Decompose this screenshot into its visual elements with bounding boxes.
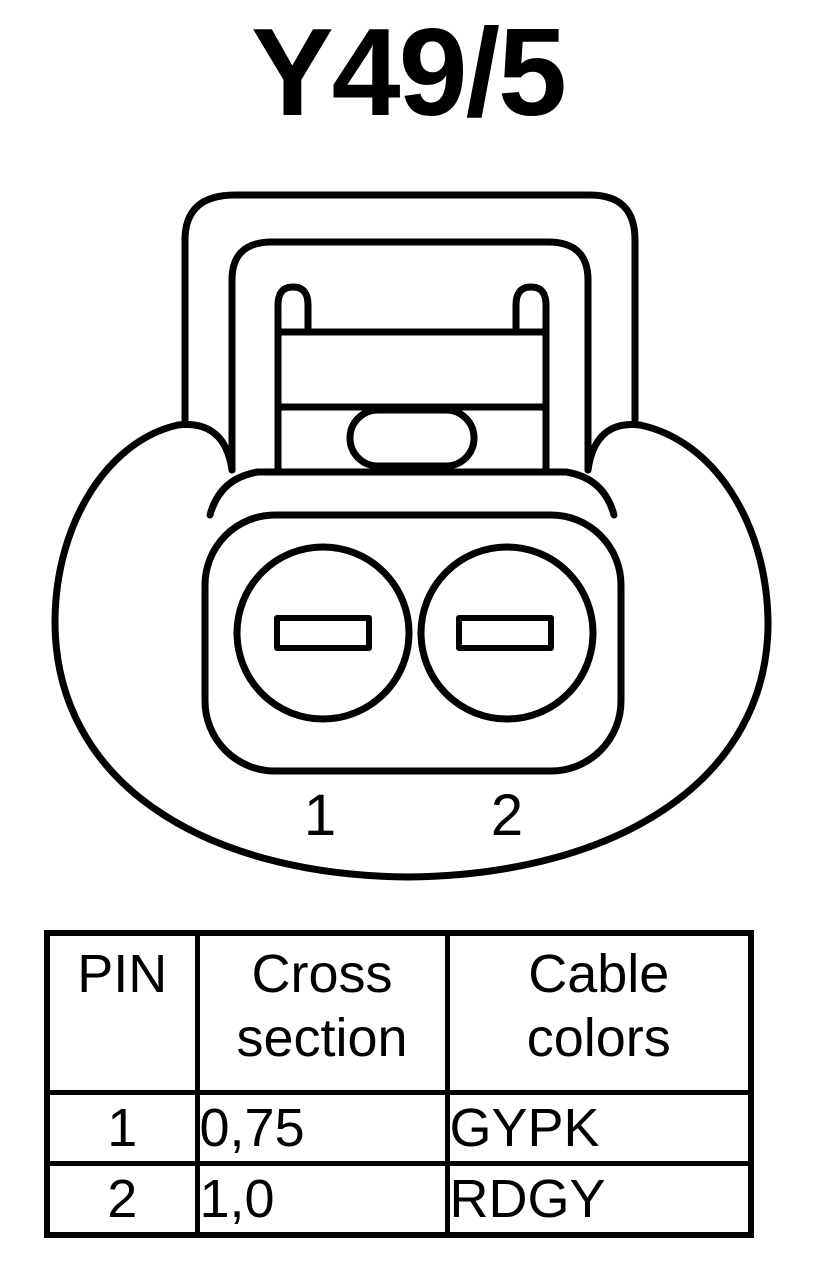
left-latch-tab — [274, 283, 312, 476]
right-flank — [562, 468, 618, 519]
housing-outline — [51, 421, 772, 881]
row-pin: 1 — [44, 1090, 200, 1166]
latch-inner-frame — [228, 238, 592, 474]
connector-title: Y49/5 — [250, 4, 567, 142]
pin-cavity-surround — [201, 511, 625, 775]
latch-outer-frame — [181, 191, 639, 424]
pin-assignment-table: PIN Cross section Cable colors 1 0,75 GY… — [44, 930, 754, 1238]
row-cross-section: 1,0 — [194, 1161, 450, 1238]
header-pin-line-1: PIN — [77, 944, 168, 1004]
row-cross-section: 0,75 — [194, 1090, 450, 1166]
pin-1-terminal — [274, 615, 372, 651]
right-latch-tab — [512, 283, 550, 476]
left-flank — [206, 468, 262, 519]
header-cross-section-line-2: section — [236, 1008, 408, 1068]
pin-1-label: 1 — [304, 783, 336, 848]
header-cross-section-line-1: Cross — [251, 944, 393, 1004]
right-shoulder — [584, 421, 644, 474]
left-shoulder — [174, 421, 236, 474]
table-row: 2 1,0 RDGY — [44, 1161, 754, 1238]
header-cable-colors-line-1: Cable — [528, 944, 670, 1004]
connector-diagram: 1 2 — [51, 191, 772, 881]
table-row: 1 0,75 GYPK — [44, 1090, 754, 1166]
row-cable-colors: RDGY — [444, 1161, 754, 1238]
header-pin: PIN — [44, 930, 200, 1095]
header-cable-colors: Cable colors — [444, 930, 754, 1095]
header-cross-section: Cross section — [194, 930, 450, 1095]
release-button — [346, 406, 478, 470]
pin-2-label: 2 — [491, 783, 523, 848]
row-cable-colors: GYPK — [444, 1090, 754, 1166]
pin-2-socket — [417, 543, 597, 723]
pin-2-terminal — [456, 615, 554, 651]
row-pin: 2 — [44, 1161, 200, 1238]
table-header-row: PIN Cross section Cable colors — [44, 930, 754, 1095]
header-cable-colors-line-2: colors — [526, 1008, 671, 1068]
pin-1-socket — [233, 543, 413, 723]
